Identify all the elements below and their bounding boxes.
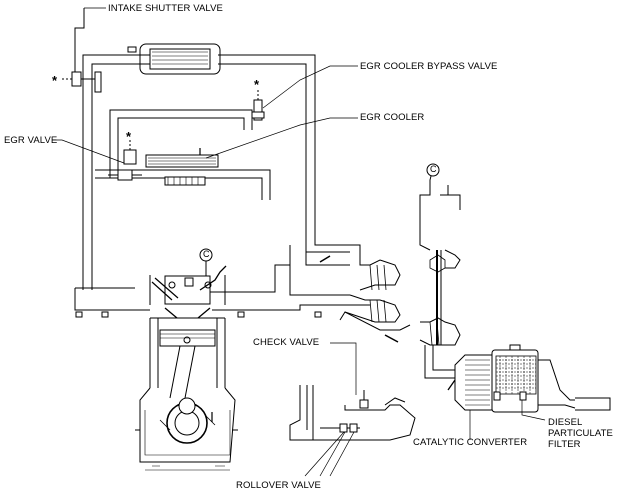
egr-cooler-bypass-valve [251, 65, 358, 121]
egr-cooler-bypass-valve-label: EGR COOLER BYPASS VALVE [360, 61, 498, 72]
egr-cooler-label: EGR COOLER [360, 112, 425, 123]
check-valve-label: CHECK VALVE [253, 337, 320, 348]
asterisk-marker-intake: * [52, 73, 58, 88]
asterisk-marker-bypass: * [254, 77, 260, 92]
intake-air-pipe [74, 54, 370, 311]
connector-c-marker-turbo: C [430, 164, 437, 174]
fuel-tank-system [289, 342, 416, 477]
rollover-valve-label: ROLLOVER VALVE [236, 480, 321, 491]
turbocharger [305, 171, 461, 379]
egr-passages [95, 109, 271, 200]
connector-markers [199, 163, 440, 278]
engine-cylinder [135, 265, 238, 471]
diesel-particulate-filter-label-1: DIESEL [548, 417, 583, 428]
egr-valve [52, 139, 142, 181]
leader-lines [469, 400, 546, 440]
intake-ports [75, 311, 322, 318]
diesel-particulate-filter-label-2: PARTICULATE [548, 428, 613, 439]
connector-c-marker-engine: C [203, 249, 210, 259]
intake-shutter-valve [62, 7, 106, 93]
egr-cooler [145, 117, 358, 186]
asterisk-marker-egr: * [126, 129, 132, 144]
intercooler [127, 43, 221, 75]
diesel-particulate-filter-label-3: FILTER [548, 439, 581, 450]
diesel-particulate-filter [491, 344, 611, 413]
egr-valve-label: EGR VALVE [4, 135, 58, 146]
catalytic-converter-label: CATALYTIC CONVERTER [413, 437, 528, 448]
catalytic-converter [447, 354, 493, 411]
intake-shutter-valve-label: INTAKE SHUTTER VALVE [108, 3, 223, 14]
